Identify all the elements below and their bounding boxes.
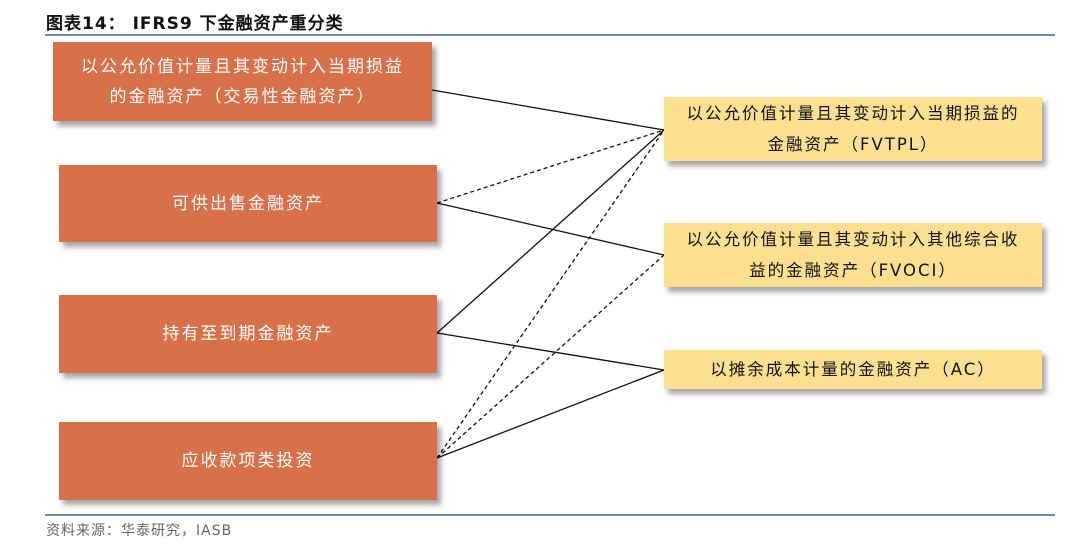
connector-l3-r1 — [436, 129, 665, 334]
connector-l3-r3 — [436, 332, 665, 371]
source-note: 资料来源：华泰研究，IASB — [46, 523, 233, 539]
header-rule — [45, 34, 1055, 36]
footer-rule — [45, 514, 1055, 516]
target-box-fvoci: 以公允价值计量且其变动计入其他综合收益的金融资产（FVOCI） — [664, 223, 1042, 287]
connector-l2-r2 — [436, 202, 665, 256]
connector-l4-r3 — [436, 369, 665, 459]
connector-l1-r1 — [431, 89, 665, 131]
figure-title: 图表14： IFRS9 下金融资产重分类 — [46, 14, 344, 34]
source-box-htm-assets: 持有至到期金融资产 — [59, 295, 437, 373]
connector-l2-r1 — [436, 129, 665, 204]
source-box-afs-assets: 可供出售金融资产 — [59, 165, 437, 242]
connector-l4-r2 — [436, 254, 665, 459]
source-box-receivables: 应收款项类投资 — [59, 422, 437, 500]
target-box-fvtpl: 以公允价值计量且其变动计入当期损益的金融资产（FVTPL） — [664, 97, 1042, 161]
source-box-trading-assets: 以公允价值计量且其变动计入当期损益的金融资产（交易性金融资产） — [53, 42, 432, 121]
connector-l4-r1 — [436, 129, 665, 459]
target-box-ac: 以摊余成本计量的金融资产（AC） — [664, 350, 1042, 389]
